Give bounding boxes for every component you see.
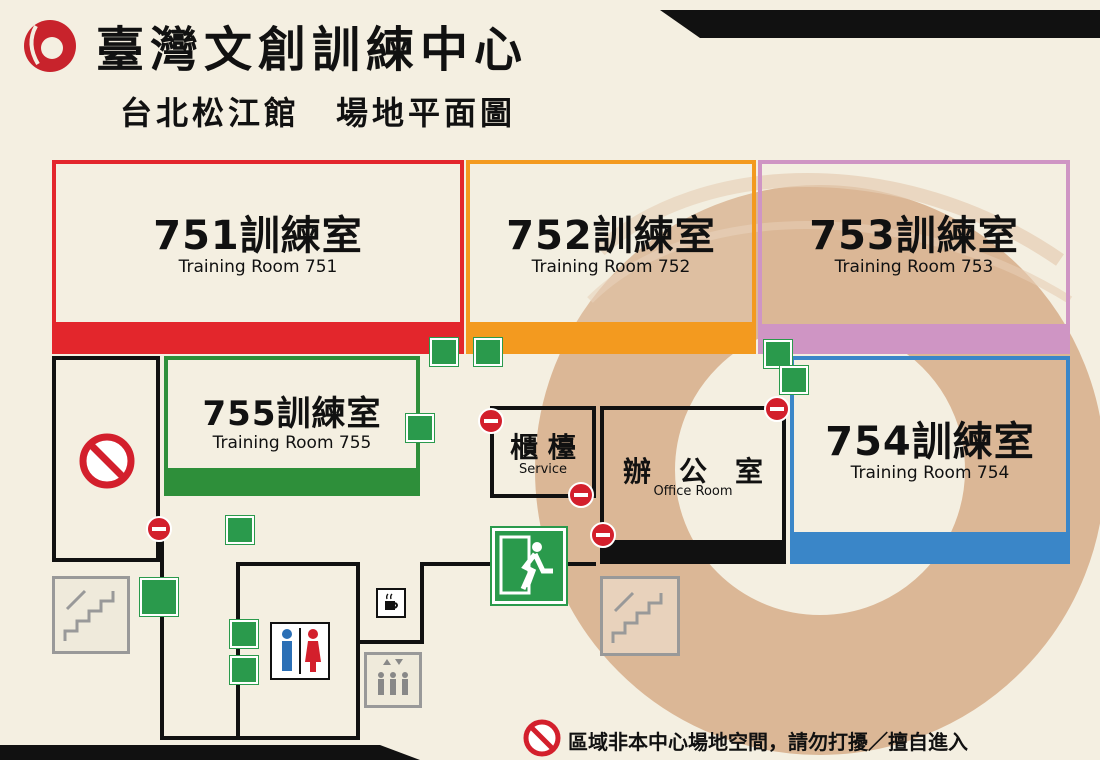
no-entry-icon — [590, 522, 616, 548]
stairs-icon — [63, 589, 115, 641]
room-753-band — [762, 324, 1066, 350]
room-754[interactable]: 754訓練室 Training Room 754 — [790, 356, 1070, 564]
no-entry-icon — [764, 396, 790, 422]
wall — [356, 640, 424, 644]
stairs-right — [600, 576, 680, 656]
room-752-band — [470, 322, 752, 350]
office-room[interactable]: 辦 公 室 Office Room — [600, 406, 786, 564]
logo — [18, 14, 82, 78]
room-753-title: 753訓練室 — [809, 213, 1019, 259]
page-title: 臺灣文創訓練中心 — [96, 22, 529, 78]
wall — [236, 562, 360, 566]
no-entry-icon — [568, 482, 594, 508]
room-751[interactable]: 751訓練室 Training Room 751 — [52, 160, 464, 354]
exit-sign-icon — [474, 338, 502, 366]
room-753-subtitle: Training Room 753 — [834, 257, 994, 277]
exit-sign-icon — [140, 578, 178, 616]
wall — [420, 562, 424, 644]
exit-sign-icon — [230, 656, 258, 684]
room-755[interactable]: 755訓練室 Training Room 755 — [164, 356, 420, 496]
page-subtitle: 台北松江館 場地平面圖 — [120, 94, 517, 132]
legend-restricted-text: 區域非本中心場地空間，請勿打擾／擅自進入 — [568, 730, 968, 754]
exit-sign-icon — [764, 340, 792, 368]
room-755-title: 755訓練室 — [202, 394, 382, 434]
wall — [236, 562, 240, 738]
room-755-subtitle: Training Room 755 — [212, 433, 372, 453]
prohibited-icon — [79, 433, 135, 489]
prohibited-icon — [523, 719, 561, 757]
room-751-subtitle: Training Room 751 — [178, 257, 338, 277]
exit-sign-icon — [226, 516, 254, 544]
main-exit-sign-icon — [492, 528, 566, 604]
room-754-subtitle: Training Room 754 — [850, 463, 1010, 483]
room-753[interactable]: 753訓練室 Training Room 753 — [758, 160, 1070, 354]
service-title: 櫃 檯 — [510, 431, 576, 464]
wall — [160, 540, 164, 740]
coffee-icon — [376, 588, 406, 618]
room-752-title: 752訓練室 — [506, 213, 716, 259]
restroom-icon — [282, 628, 321, 674]
room-754-band — [794, 532, 1066, 560]
exit-sign-icon — [780, 366, 808, 394]
exit-sign-icon — [406, 414, 434, 442]
exit-sign-icon — [230, 620, 258, 648]
service-subtitle: Service — [518, 462, 568, 477]
restroom — [270, 622, 330, 680]
restricted-area-left — [52, 356, 160, 562]
room-754-title: 754訓練室 — [825, 419, 1035, 465]
no-entry-icon — [478, 408, 504, 434]
office-subtitle: Office Room — [653, 484, 733, 499]
room-751-title: 751訓練室 — [153, 213, 363, 259]
exit-sign-icon — [430, 338, 458, 366]
elevator — [364, 652, 422, 708]
room-751-band — [56, 322, 460, 350]
room-752[interactable]: 752訓練室 Training Room 752 — [466, 160, 756, 354]
stairs-left — [52, 576, 130, 654]
wall — [356, 562, 360, 738]
office-title: 辦 公 室 — [622, 455, 763, 488]
stairs-icon — [611, 591, 663, 643]
wall — [160, 736, 360, 740]
service-counter[interactable]: 櫃 檯 Service — [490, 406, 596, 498]
elevator-icon — [378, 659, 408, 695]
room-755-band — [168, 468, 416, 492]
legend: 區域非本中心場地空間，請勿打擾／擅自進入 — [522, 718, 1082, 758]
room-752-subtitle: Training Room 752 — [531, 257, 691, 277]
no-entry-icon — [146, 516, 172, 542]
office-band — [600, 540, 786, 564]
